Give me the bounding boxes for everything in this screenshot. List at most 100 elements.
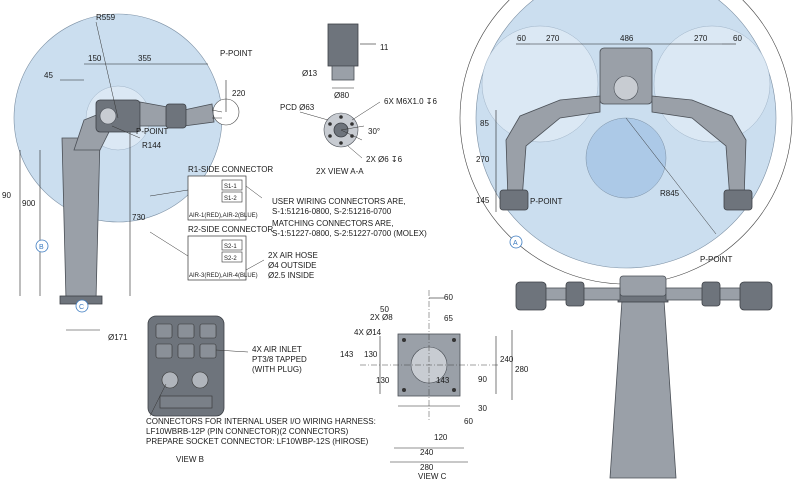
mount-hole bbox=[402, 388, 406, 392]
leader-wiring bbox=[245, 185, 263, 199]
base-column bbox=[61, 137, 101, 301]
label-171: Ø171 bbox=[108, 333, 128, 342]
harness-1: CONNECTORS FOR INTERNAL USER I/O WIRING … bbox=[146, 417, 376, 426]
label-220: 220 bbox=[232, 89, 246, 98]
label-240b: 240 bbox=[420, 448, 434, 457]
leader-r1 bbox=[149, 189, 189, 197]
head-joint-top bbox=[613, 75, 639, 101]
label-4x14: 4X Ø14 bbox=[354, 328, 382, 337]
base-panel-slot bbox=[159, 395, 213, 409]
top-view: 60 270 486 270 60 85 270 145 P-POINT R84… bbox=[459, 0, 793, 285]
label-355: 355 bbox=[138, 54, 152, 63]
left-wrist-top bbox=[499, 189, 529, 211]
label-65: 65 bbox=[444, 314, 453, 323]
label-143a: 143 bbox=[340, 350, 354, 359]
hose-2: Ø4 OUTSIDE bbox=[268, 261, 316, 270]
leader-r2 bbox=[149, 231, 189, 257]
label-270l: 270 bbox=[546, 34, 560, 43]
label-150: 150 bbox=[88, 54, 102, 63]
view-c-caption: VIEW C bbox=[418, 472, 447, 480]
r1-air-label: AIR-1(RED),AIR-2(BLUE) bbox=[189, 213, 258, 219]
r1-s2-label: S1-2 bbox=[224, 196, 237, 202]
front-view bbox=[515, 275, 773, 479]
r2-s2-label: S2-2 bbox=[224, 256, 237, 262]
label-486: 486 bbox=[620, 34, 634, 43]
label-60r: 60 bbox=[733, 34, 742, 43]
harness-2: LF10WBRB-12P (PIN CONNECTOR)(2 CONNECTOR… bbox=[146, 427, 349, 436]
air-inlet bbox=[177, 343, 195, 359]
leader-r144 bbox=[111, 125, 141, 139]
marker-a: A bbox=[513, 240, 518, 247]
leader-r559 bbox=[95, 21, 119, 119]
r1-title: R1-SIDE CONNECTOR bbox=[188, 165, 273, 174]
head-front bbox=[619, 275, 667, 297]
label-730: 730 bbox=[132, 213, 146, 222]
right-wrist-front bbox=[739, 281, 773, 311]
label-60b: 60 bbox=[464, 417, 473, 426]
view-aa-caption: 2X VIEW A-A bbox=[316, 167, 364, 176]
label-50: 50 bbox=[380, 305, 389, 314]
label-130a: 130 bbox=[364, 350, 378, 359]
side-view: R559 150 355 45 220 P-POINT P-POINT R144… bbox=[2, 13, 253, 342]
view-aa: 11 Ø13 Ø80 PCD Ø63 6X M6X1.0 ↧6 30° 2X Ø… bbox=[280, 23, 438, 176]
bolt-hole bbox=[350, 122, 354, 126]
view-c: 60 2X Ø8 50 65 4X Ø14 143 130 130 143 90… bbox=[340, 290, 529, 480]
gripper-lines bbox=[211, 109, 223, 119]
bolt-hole bbox=[339, 141, 343, 145]
label-ppoint-bottom: P-POINT bbox=[700, 255, 733, 264]
leader-hose bbox=[245, 259, 265, 271]
r2-air-label: AIR-3(RED),AIR-4(BLUE) bbox=[189, 273, 258, 279]
view-b: 4X AIR INLET PT3/8 TAPPED (WITH PLUG) CO… bbox=[146, 315, 376, 464]
marker-b-circle bbox=[35, 239, 49, 253]
leader-r845 bbox=[625, 117, 717, 235]
wrist-flange-side bbox=[327, 23, 359, 67]
left-wrist-front bbox=[515, 281, 547, 311]
bolt-hole bbox=[328, 134, 332, 138]
label-130b: 130 bbox=[376, 376, 390, 385]
base-back-panel bbox=[147, 315, 225, 417]
marker-b: B bbox=[39, 244, 44, 251]
mount-hole bbox=[402, 338, 406, 342]
label-60l: 60 bbox=[517, 34, 526, 43]
air-inlet bbox=[199, 343, 217, 359]
r1-s1-label: S1-1 bbox=[224, 184, 237, 190]
r2-s2-connector bbox=[221, 251, 243, 263]
label-270r: 270 bbox=[694, 34, 708, 43]
air-inlet bbox=[199, 323, 217, 339]
label-ppoint-left: P-POINT bbox=[530, 197, 563, 206]
r1-s2-connector bbox=[221, 191, 243, 203]
connector-callouts: R1-SIDE CONNECTOR S1-1 S1-2 AIR-1(RED),A… bbox=[149, 165, 427, 281]
bolt-hole bbox=[350, 134, 354, 138]
label-120: 120 bbox=[434, 433, 448, 442]
label-30: 30 bbox=[478, 404, 487, 413]
note-2: S-1:51216-0800, S-2:51216-0700 bbox=[272, 207, 392, 216]
label-280b: 280 bbox=[420, 463, 434, 472]
label-r845: R845 bbox=[660, 189, 680, 198]
wrist-shaft bbox=[331, 65, 355, 81]
label-270v: 270 bbox=[476, 155, 490, 164]
label-angle: 30° bbox=[368, 127, 380, 136]
leader-air-inlet bbox=[215, 349, 249, 353]
note-1: USER WIRING CONNECTORS ARE, bbox=[272, 197, 406, 206]
inlet-3: (WITH PLUG) bbox=[252, 365, 302, 374]
label-11: 11 bbox=[380, 43, 389, 52]
base-column-front bbox=[609, 299, 677, 479]
leader-screws bbox=[351, 101, 381, 121]
label-145: 145 bbox=[476, 196, 490, 205]
label-90: 90 bbox=[478, 375, 487, 384]
label-ppoint-mid: P-POINT bbox=[136, 127, 169, 136]
harness-connector bbox=[191, 371, 209, 389]
inlet-2: PT3/8 TAPPED bbox=[252, 355, 307, 364]
label-r144: R144 bbox=[142, 141, 162, 150]
label-60a: 60 bbox=[444, 293, 453, 302]
label-r559: R559 bbox=[96, 13, 116, 22]
marker-c: C bbox=[79, 304, 84, 311]
harness-connector bbox=[161, 371, 179, 389]
inlet-1: 4X AIR INLET bbox=[252, 345, 302, 354]
mount-hole bbox=[452, 388, 456, 392]
angle-ray bbox=[340, 125, 365, 131]
right-wrist-top bbox=[723, 189, 753, 211]
elbow-joint bbox=[165, 103, 187, 129]
view-b-caption: VIEW B bbox=[176, 455, 204, 464]
